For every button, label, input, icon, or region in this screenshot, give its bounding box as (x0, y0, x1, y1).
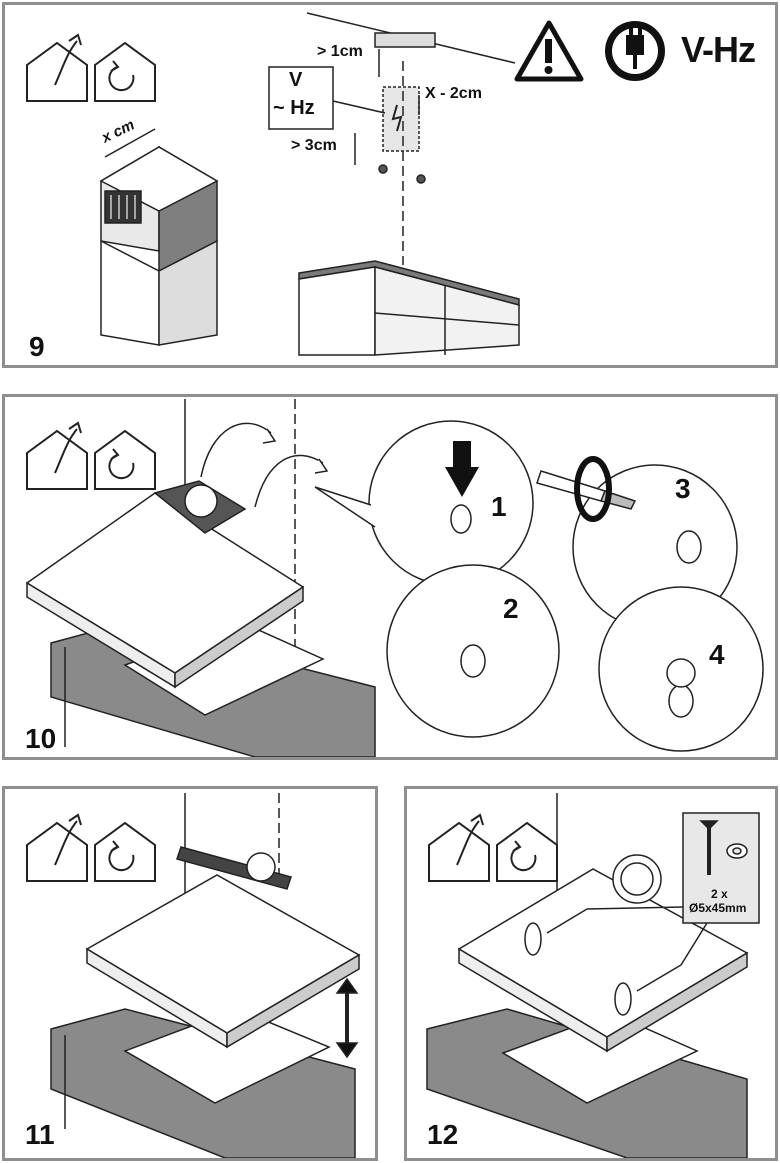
sub-step-2: 2 (503, 593, 519, 624)
house-recirculation-icon (496, 821, 558, 882)
sub-step-4: 4 (709, 639, 725, 670)
kitchen-cabinet (298, 260, 520, 356)
step-11-illustration (26, 793, 361, 1158)
socket-clearance-label: > 3cm (291, 137, 337, 154)
rating-label: V-Hz (681, 29, 756, 70)
step-number: 11 (25, 1119, 55, 1150)
warning-icon (514, 20, 584, 82)
hood-and-hob (50, 793, 361, 1158)
screw-size-label: Ø5x45mm (689, 901, 747, 915)
chimney-illustration (99, 128, 219, 346)
step-10-illustration (25, 399, 764, 757)
house-outlet-icon (26, 33, 88, 102)
house-recirculation-icon (94, 429, 156, 490)
plug-icon (605, 21, 665, 81)
panel-step-10: 1 2 3 4 10 (2, 394, 778, 760)
house-recirculation-icon (94, 41, 156, 102)
screw-quantity-label: 2 x (711, 887, 728, 901)
screw-and-washer-box (586, 812, 760, 966)
sub-step-3: 3 (675, 473, 691, 504)
step-number: 12 (427, 1119, 459, 1150)
step-12-illustration (426, 793, 760, 1158)
house-recirculation-icon (94, 821, 156, 882)
step-number: 9 (29, 331, 45, 362)
bracket-height-label: > 1cm (317, 43, 363, 60)
house-outlet-icon (428, 813, 490, 882)
panel-step-9: x cm > 1cm X - 2cm > 3cm V ~ Hz V-Hz 9 (2, 2, 778, 368)
voltage-label: V (289, 69, 303, 91)
step-number: 10 (25, 723, 57, 754)
sub-step-1: 1 (491, 491, 507, 522)
hood-and-hob (25, 399, 376, 757)
step-9-illustration (26, 12, 665, 356)
wall-bracket-diagram (268, 12, 516, 265)
frequency-label: ~ Hz (273, 97, 315, 119)
screwdriver-icon (536, 456, 637, 522)
detail-circles (314, 420, 764, 752)
hood-and-hob (426, 793, 749, 1158)
socket-offset-label: X - 2cm (425, 85, 482, 102)
screw-arrows (200, 422, 329, 508)
panel-step-12: 2 x Ø5x45mm 12 (404, 786, 778, 1161)
house-outlet-icon (26, 813, 88, 882)
panel-step-11: 11 (2, 786, 378, 1161)
house-outlet-icon (26, 421, 88, 490)
